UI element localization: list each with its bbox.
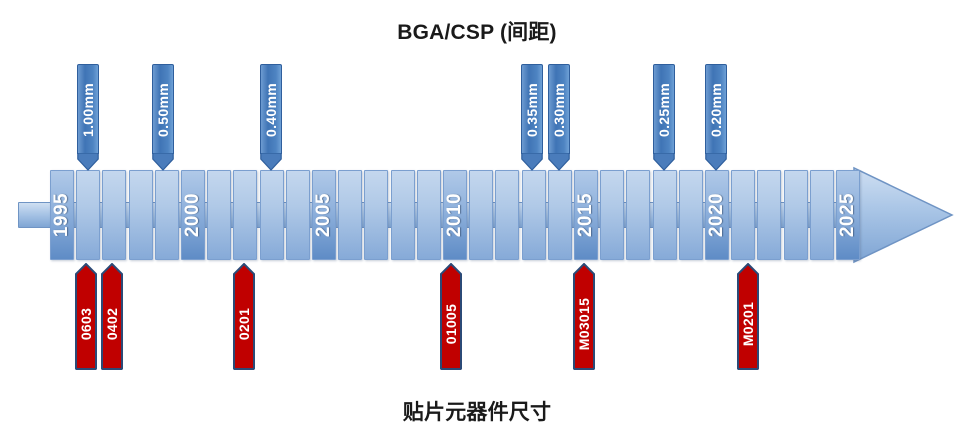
timeline-year-block bbox=[783, 170, 808, 260]
timeline-year-block-labeled: 2010 bbox=[443, 170, 467, 260]
pitch-marker[interactable]: 0.35mm bbox=[521, 64, 543, 172]
timeline-year-block bbox=[154, 170, 179, 260]
timeline-year-block bbox=[731, 170, 756, 260]
timeline-year-block-labeled: 2020 bbox=[705, 170, 729, 260]
component-size-marker-body: M0201 bbox=[737, 280, 759, 370]
pitch-marker-label: 0.50mm bbox=[155, 82, 171, 137]
timeline-year-block bbox=[285, 170, 310, 260]
component-size-marker[interactable]: 0402 bbox=[101, 263, 123, 371]
timeline-year-block bbox=[233, 170, 258, 260]
timeline-year-block bbox=[390, 170, 415, 260]
timeline-year-label: 2010 bbox=[444, 192, 465, 238]
timeline-year-block bbox=[128, 170, 153, 260]
timeline-year-block bbox=[809, 170, 834, 260]
component-size-marker-label: M0201 bbox=[740, 301, 756, 347]
timeline-year-block-labeled: 2015 bbox=[574, 170, 598, 260]
pitch-marker-body: 0.35mm bbox=[521, 64, 543, 154]
timeline-year-block-labeled: 1995 bbox=[50, 170, 74, 260]
component-size-marker[interactable]: 0603 bbox=[75, 263, 97, 371]
timeline-year-block bbox=[626, 170, 651, 260]
timeline-year-block bbox=[76, 170, 101, 260]
page-title-bottom: 贴片元器件尺寸 bbox=[402, 401, 552, 424]
timeline-year-block bbox=[757, 170, 782, 260]
timeline-year-block bbox=[102, 170, 127, 260]
timeline-year-block bbox=[600, 170, 625, 260]
timeline-year-block bbox=[495, 170, 520, 260]
component-size-marker-body: 01005 bbox=[440, 280, 462, 370]
pitch-marker-label: 0.30mm bbox=[551, 82, 567, 137]
pitch-marker-label: 0.25mm bbox=[656, 82, 672, 137]
timeline-year-block bbox=[678, 170, 703, 260]
pitch-marker-label: 0.40mm bbox=[263, 82, 279, 137]
component-size-marker-body: 0603 bbox=[75, 280, 97, 370]
component-size-marker-label: 0603 bbox=[78, 307, 94, 341]
timeline-year-block bbox=[652, 170, 677, 260]
timeline-year-block-labeled: 2005 bbox=[312, 170, 336, 260]
timeline-year-label: 1995 bbox=[51, 192, 72, 238]
pitch-marker[interactable]: 1.00mm bbox=[77, 64, 99, 172]
timeline-year-label: 2005 bbox=[313, 192, 334, 238]
pitch-marker[interactable]: 0.30mm bbox=[548, 64, 570, 172]
pitch-marker[interactable]: 0.25mm bbox=[653, 64, 675, 172]
page-title-top: BGA/CSP (间距) bbox=[397, 21, 557, 44]
component-size-marker-body: M03015 bbox=[573, 280, 595, 370]
pitch-marker-label: 0.20mm bbox=[708, 82, 724, 137]
pitch-marker-body: 0.30mm bbox=[548, 64, 570, 154]
component-size-marker[interactable]: 01005 bbox=[440, 263, 462, 371]
pitch-marker-label: 1.00mm bbox=[80, 82, 96, 137]
timeline-year-label: 2025 bbox=[837, 192, 858, 238]
component-size-marker-label: 0201 bbox=[236, 307, 252, 341]
timeline-year-block bbox=[547, 170, 572, 260]
pitch-marker-body: 0.20mm bbox=[705, 64, 727, 154]
timeline-year-block bbox=[259, 170, 284, 260]
component-size-marker-label: 0402 bbox=[104, 307, 120, 341]
timeline-year-block-labeled: 2000 bbox=[181, 170, 205, 260]
component-size-marker[interactable]: M0201 bbox=[737, 263, 759, 371]
component-size-marker-label: 01005 bbox=[443, 303, 459, 345]
component-size-marker-body: 0201 bbox=[233, 280, 255, 370]
timeline-year-block bbox=[521, 170, 546, 260]
timeline-year-block bbox=[416, 170, 441, 260]
pitch-marker[interactable]: 0.20mm bbox=[705, 64, 727, 172]
timeline-year-label: 2000 bbox=[182, 192, 203, 238]
component-size-marker-body: 0402 bbox=[101, 280, 123, 370]
timeline-year-block bbox=[207, 170, 232, 260]
timeline-axis: 1995 2000 2005 2010 2015 2020 2025 bbox=[0, 160, 954, 270]
pitch-marker[interactable]: 0.50mm bbox=[152, 64, 174, 172]
component-size-marker-label: M03015 bbox=[576, 297, 592, 351]
component-size-marker[interactable]: M03015 bbox=[573, 263, 595, 371]
pitch-marker-body: 1.00mm bbox=[77, 64, 99, 154]
timeline-year-block bbox=[338, 170, 363, 260]
pitch-marker-body: 0.50mm bbox=[152, 64, 174, 154]
timeline-year-block-labeled: 2025 bbox=[836, 170, 860, 260]
timeline-year-label: 2020 bbox=[706, 192, 727, 238]
pitch-marker-body: 0.25mm bbox=[653, 64, 675, 154]
component-size-marker[interactable]: 0201 bbox=[233, 263, 255, 371]
timeline-year-block bbox=[364, 170, 389, 260]
pitch-marker-label: 0.35mm bbox=[524, 82, 540, 137]
timeline-year-block bbox=[469, 170, 494, 260]
pitch-marker-body: 0.40mm bbox=[260, 64, 282, 154]
timeline-year-label: 2015 bbox=[575, 192, 596, 238]
pitch-marker[interactable]: 0.40mm bbox=[260, 64, 282, 172]
